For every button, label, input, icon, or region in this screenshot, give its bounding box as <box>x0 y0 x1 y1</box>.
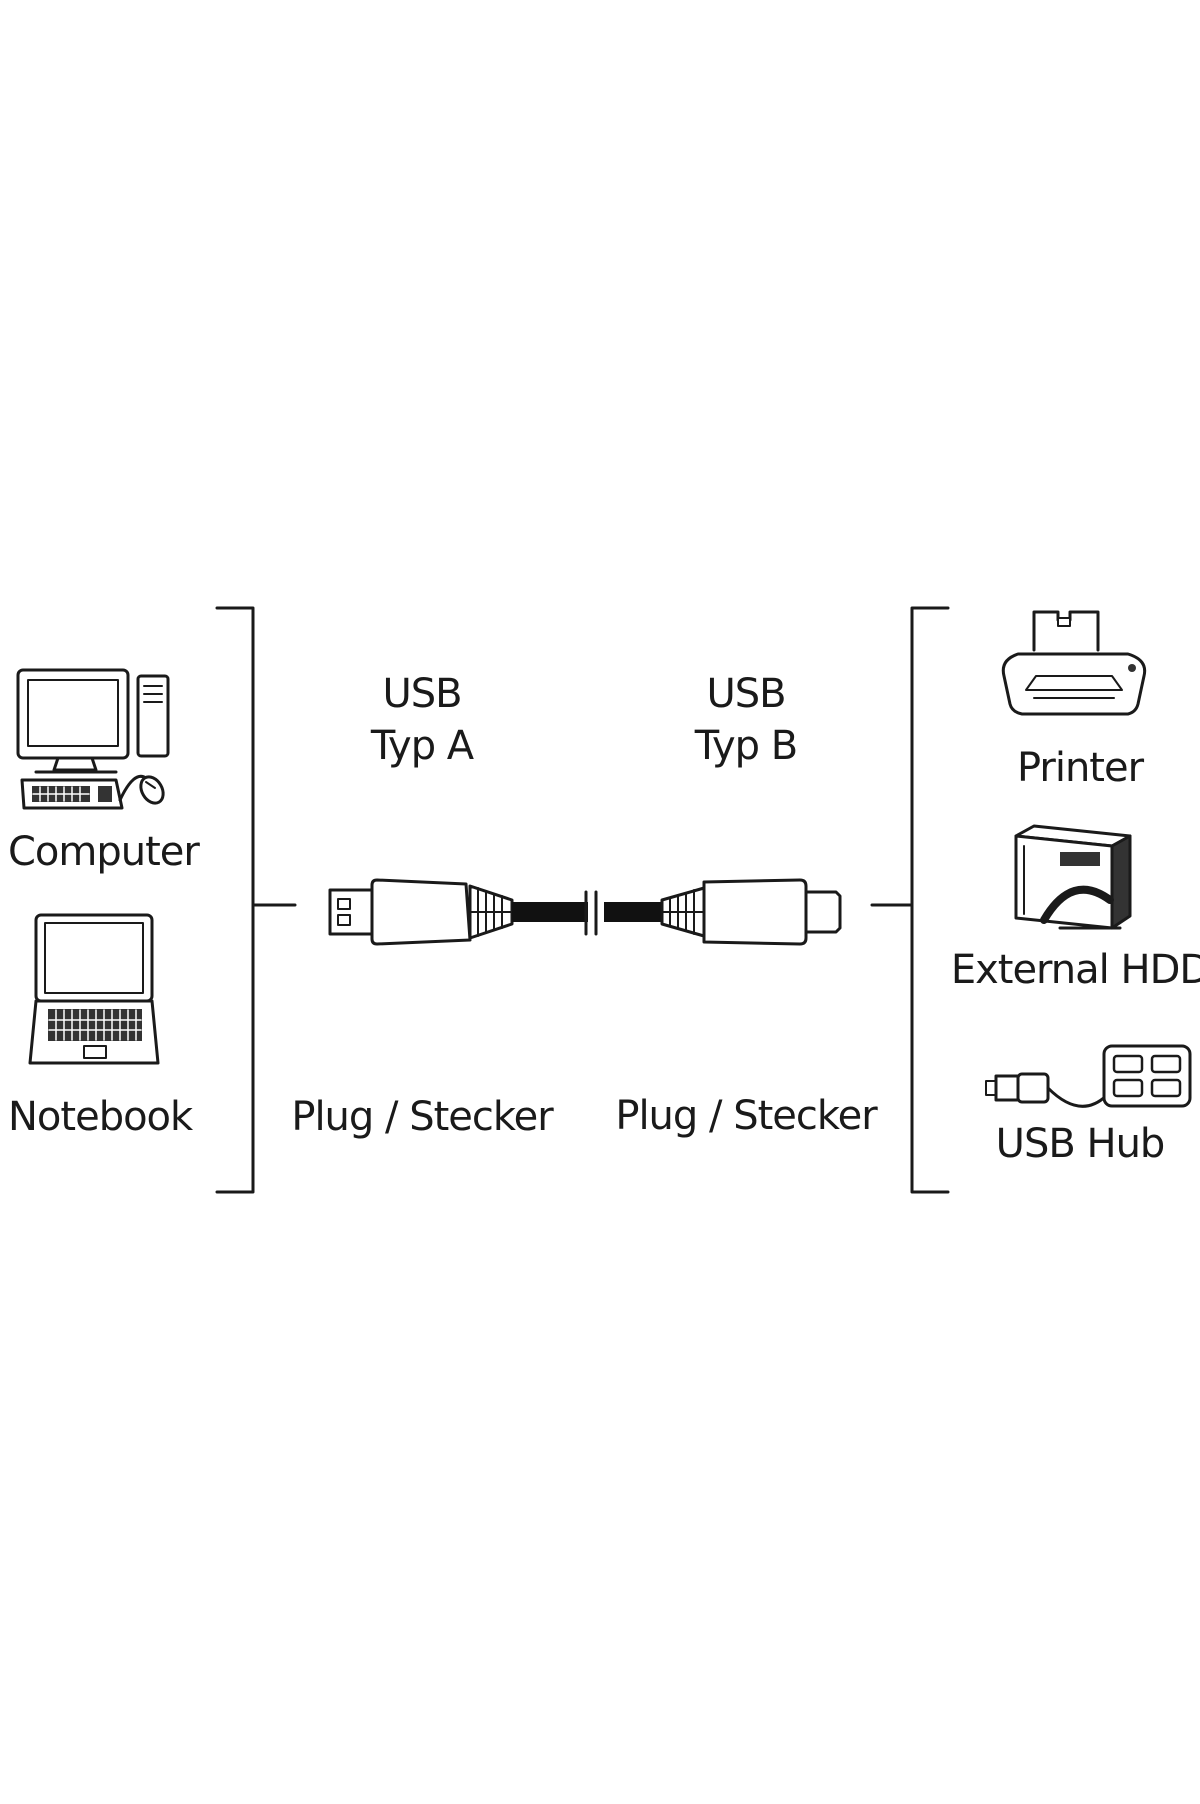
usb-hub-icon <box>985 1044 1192 1108</box>
external-hdd-label: External HDD <box>950 947 1200 993</box>
usb-type-a-label: USB Typ A <box>370 668 474 772</box>
printer-label: Printer <box>1016 745 1144 791</box>
notebook-label: Notebook <box>8 1094 193 1140</box>
notebook-icon <box>28 913 160 1065</box>
usb-b-plug <box>660 878 842 946</box>
left-bracket <box>215 606 297 1194</box>
usb-type-b-label: USB Typ B <box>694 668 798 772</box>
usb-type-b-line2: Typ B <box>694 723 798 769</box>
plug-b-label: Plug / Stecker <box>615 1093 877 1139</box>
usb-hub-label: USB Hub <box>995 1121 1166 1167</box>
usb-cable <box>328 878 842 946</box>
desktop-computer-icon <box>16 668 170 810</box>
plug-a-label: Plug / Stecker <box>291 1094 553 1140</box>
right-bracket <box>870 606 950 1194</box>
usb-type-a-line2: Typ A <box>370 723 474 769</box>
printer-icon <box>1001 610 1147 716</box>
usb-a-plug <box>328 878 514 946</box>
external-hdd-icon <box>1014 824 1132 930</box>
usb-type-a-line1: USB <box>382 671 462 717</box>
computer-label: Computer <box>8 829 200 875</box>
usb-type-b-line1: USB <box>706 671 786 717</box>
